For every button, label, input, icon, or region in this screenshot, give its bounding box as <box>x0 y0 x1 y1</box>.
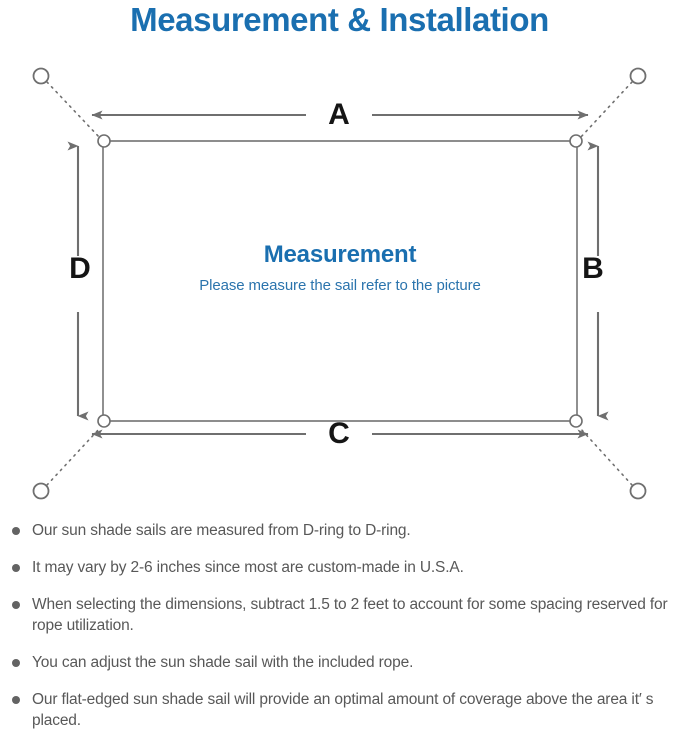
note-text: When selecting the dimensions, subtract … <box>32 596 668 634</box>
dimension-label-a: A <box>328 98 350 131</box>
d-ring-top-left <box>97 134 111 148</box>
d-ring-bottom-left <box>97 414 111 428</box>
note-text: Our sun shade sails are measured from D-… <box>32 522 411 539</box>
d-ring-top-right <box>569 134 583 148</box>
bullet-icon <box>12 601 20 609</box>
dimension-label-b: B <box>582 252 604 285</box>
anchor-point-bottom-right <box>629 482 647 500</box>
rope-line-bottom-left <box>46 427 101 486</box>
anchor-point-top-right <box>629 67 647 85</box>
bullet-icon <box>12 527 20 535</box>
dimension-label-c: C <box>328 417 350 450</box>
note-item: When selecting the dimensions, subtract … <box>0 594 679 636</box>
notes-list: Our sun shade sails are measured from D-… <box>0 520 679 731</box>
note-text: You can adjust the sun shade sail with t… <box>32 654 414 671</box>
note-text: Our flat-edged sun shade sail will provi… <box>32 691 654 729</box>
page-title: Measurement & Installation <box>130 1 549 38</box>
bullet-icon <box>12 659 20 667</box>
note-item: Our sun shade sails are measured from D-… <box>0 520 679 541</box>
rope-line-top-left <box>46 81 101 139</box>
rope-line-top-right <box>579 81 633 139</box>
dimension-label-d: D <box>69 252 91 285</box>
note-text: It may vary by 2-6 inches since most are… <box>32 559 464 576</box>
note-item: Our flat-edged sun shade sail will provi… <box>0 689 679 731</box>
anchor-point-top-left <box>32 67 50 85</box>
note-item: It may vary by 2-6 inches since most are… <box>0 557 679 578</box>
bullet-icon <box>12 564 20 572</box>
anchor-point-bottom-left <box>32 482 50 500</box>
rope-line-bottom-right <box>579 427 633 486</box>
measurement-diagram: Measurement Please measure the sail refe… <box>0 44 679 520</box>
d-ring-bottom-right <box>569 414 583 428</box>
measurement-diagram-svg <box>32 67 647 500</box>
sail-body <box>102 140 578 422</box>
note-item: You can adjust the sun shade sail with t… <box>0 652 679 673</box>
bullet-icon <box>12 696 20 704</box>
